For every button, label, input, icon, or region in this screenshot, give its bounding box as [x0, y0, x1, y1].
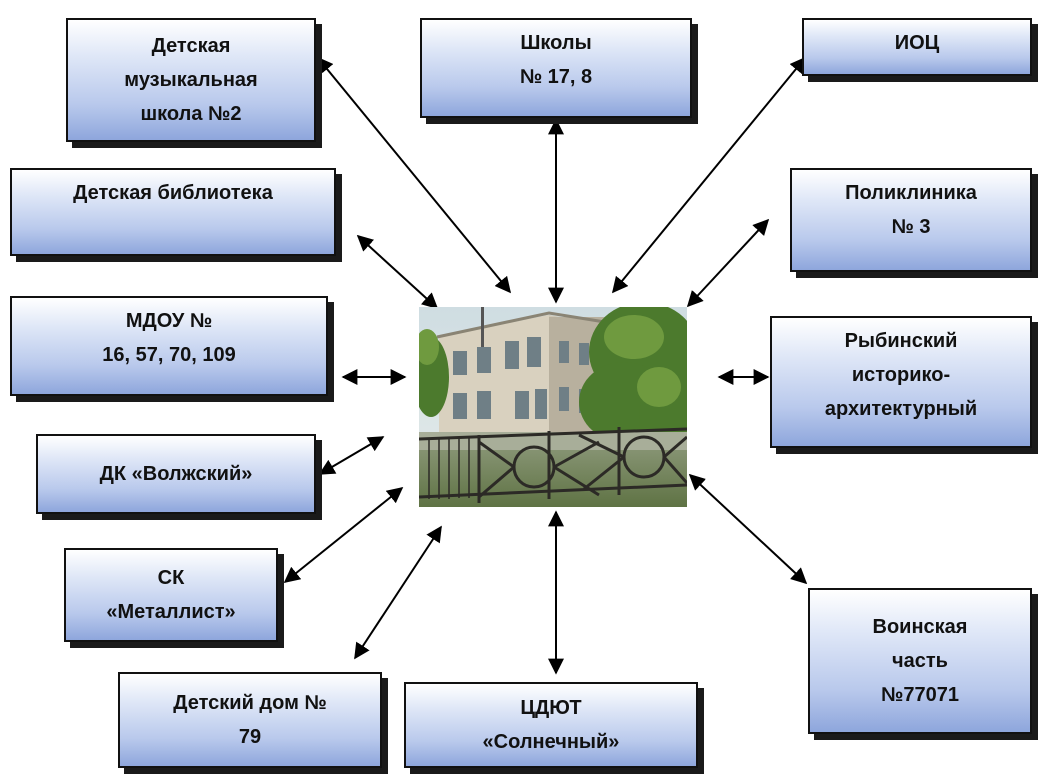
arrow-military: [688, 473, 808, 585]
box-polyclinic: Поликлиника № 3: [790, 168, 1032, 272]
arrow-polyclinic: [686, 218, 770, 308]
box-library-label: Детская библиотека: [73, 182, 273, 204]
box-ioc: ИОЦ: [802, 18, 1032, 76]
arrow-sk-metallist: [283, 486, 404, 584]
box-orphanage: Детский дом № 79: [118, 672, 382, 768]
box-military-unit-label: Воинская часть №77071: [872, 616, 968, 706]
arrow-dk-volzhsky: [318, 436, 385, 475]
arrow-orphanage: [354, 525, 442, 660]
box-military-unit: Воинская часть №77071: [808, 588, 1032, 734]
box-polyclinic-label: Поликлиника № 3: [845, 182, 977, 238]
box-schools: Школы № 17, 8: [420, 18, 692, 118]
box-schools-label: Школы № 17, 8: [519, 32, 593, 88]
box-dk-volzhsky: ДК «Волжский»: [36, 434, 316, 514]
box-music-school-label: Детская музыкальная школа №2: [124, 35, 258, 125]
box-ioc-label: ИОЦ: [894, 32, 940, 54]
arrow-ioc: [611, 56, 807, 294]
arrow-library: [356, 234, 439, 310]
box-library: Детская библиотека: [10, 168, 336, 256]
box-sk-metallist: СК «Металлист»: [64, 548, 278, 642]
school-building-photo: [419, 307, 687, 507]
box-mdou-label: МДОУ № 16, 57, 70, 109: [102, 310, 236, 366]
box-museum: Рыбинский историко- архитектурный: [770, 316, 1032, 448]
box-dk-volzhsky-label: ДК «Волжский»: [99, 463, 253, 485]
box-cdyut: ЦДЮТ «Солнечный»: [404, 682, 698, 768]
box-mdou: МДОУ № 16, 57, 70, 109: [10, 296, 328, 396]
box-sk-metallist-label: СК «Металлист»: [106, 567, 236, 623]
arrow-music-school: [316, 56, 512, 294]
box-cdyut-label: ЦДЮТ «Солнечный»: [482, 697, 620, 753]
box-music-school: Детская музыкальная школа №2: [66, 18, 316, 142]
box-museum-label: Рыбинский историко- архитектурный: [824, 330, 978, 420]
box-orphanage-label: Детский дом № 79: [173, 692, 327, 748]
